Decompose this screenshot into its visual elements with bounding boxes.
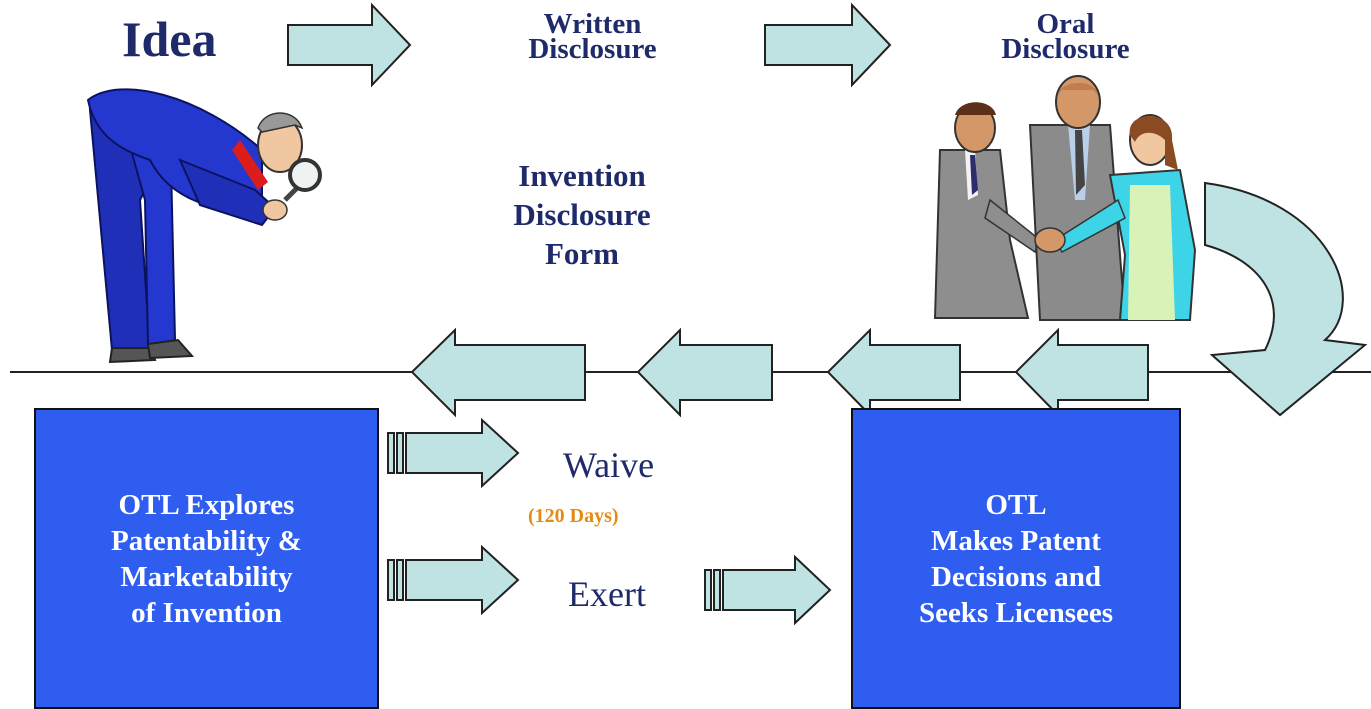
otl-explores-line-2: Patentability & xyxy=(111,524,302,557)
arrow-idea-to-written xyxy=(287,2,412,88)
form-label-line-2: Disclosure xyxy=(513,197,651,232)
arrow-to-waive xyxy=(387,417,520,489)
waive-days-note: (120 Days) xyxy=(528,505,619,527)
form-label-line-1: Invention xyxy=(518,158,646,193)
arrow-left-2 xyxy=(636,327,773,418)
curved-return-arrow xyxy=(1204,181,1368,417)
arrow-left-4 xyxy=(1014,327,1149,418)
otl-decisions-line-3: Decisions and xyxy=(930,560,1101,593)
otl-explores-line-1: OTL Explores xyxy=(118,488,295,521)
otl-explores-box: OTL Explores Patentability & Marketabili… xyxy=(34,408,379,709)
written-disclosure-label: Written Disclosure xyxy=(495,8,690,65)
otl-decisions-line-4: Seeks Licensees xyxy=(918,596,1114,629)
arrow-written-to-oral xyxy=(764,2,892,88)
arrow-exert-to-otl xyxy=(704,554,832,626)
form-label-line-3: Form xyxy=(544,236,620,271)
exert-label: Exert xyxy=(568,574,646,614)
people-shaking-hands-icon xyxy=(933,75,1197,321)
oral-disclosure-line-2: Disclosure xyxy=(1001,33,1130,65)
otl-decisions-line-1: OTL xyxy=(985,488,1047,521)
waive-label: Waive xyxy=(563,445,655,485)
otl-explores-line-4: of Invention xyxy=(131,596,282,629)
invention-disclosure-form-label: Invention Disclosure Form xyxy=(497,156,667,273)
otl-patent-decisions-box: OTL Makes Patent Decisions and Seeks Lic… xyxy=(851,408,1181,709)
arrow-left-1 xyxy=(410,327,586,418)
arrow-to-exert xyxy=(387,544,520,616)
otl-explores-line-3: Marketability xyxy=(120,560,293,593)
written-disclosure-line-1: Written xyxy=(543,8,642,40)
man-with-magnifying-glass-icon xyxy=(86,88,322,364)
otl-decisions-line-2: Makes Patent xyxy=(931,524,1101,557)
written-disclosure-line-2: Disclosure xyxy=(528,33,657,65)
arrow-left-3 xyxy=(826,327,961,418)
idea-label: Idea xyxy=(122,11,217,67)
oral-disclosure-line-1: Oral xyxy=(1036,8,1095,40)
oral-disclosure-label: Oral Disclosure xyxy=(968,8,1163,65)
